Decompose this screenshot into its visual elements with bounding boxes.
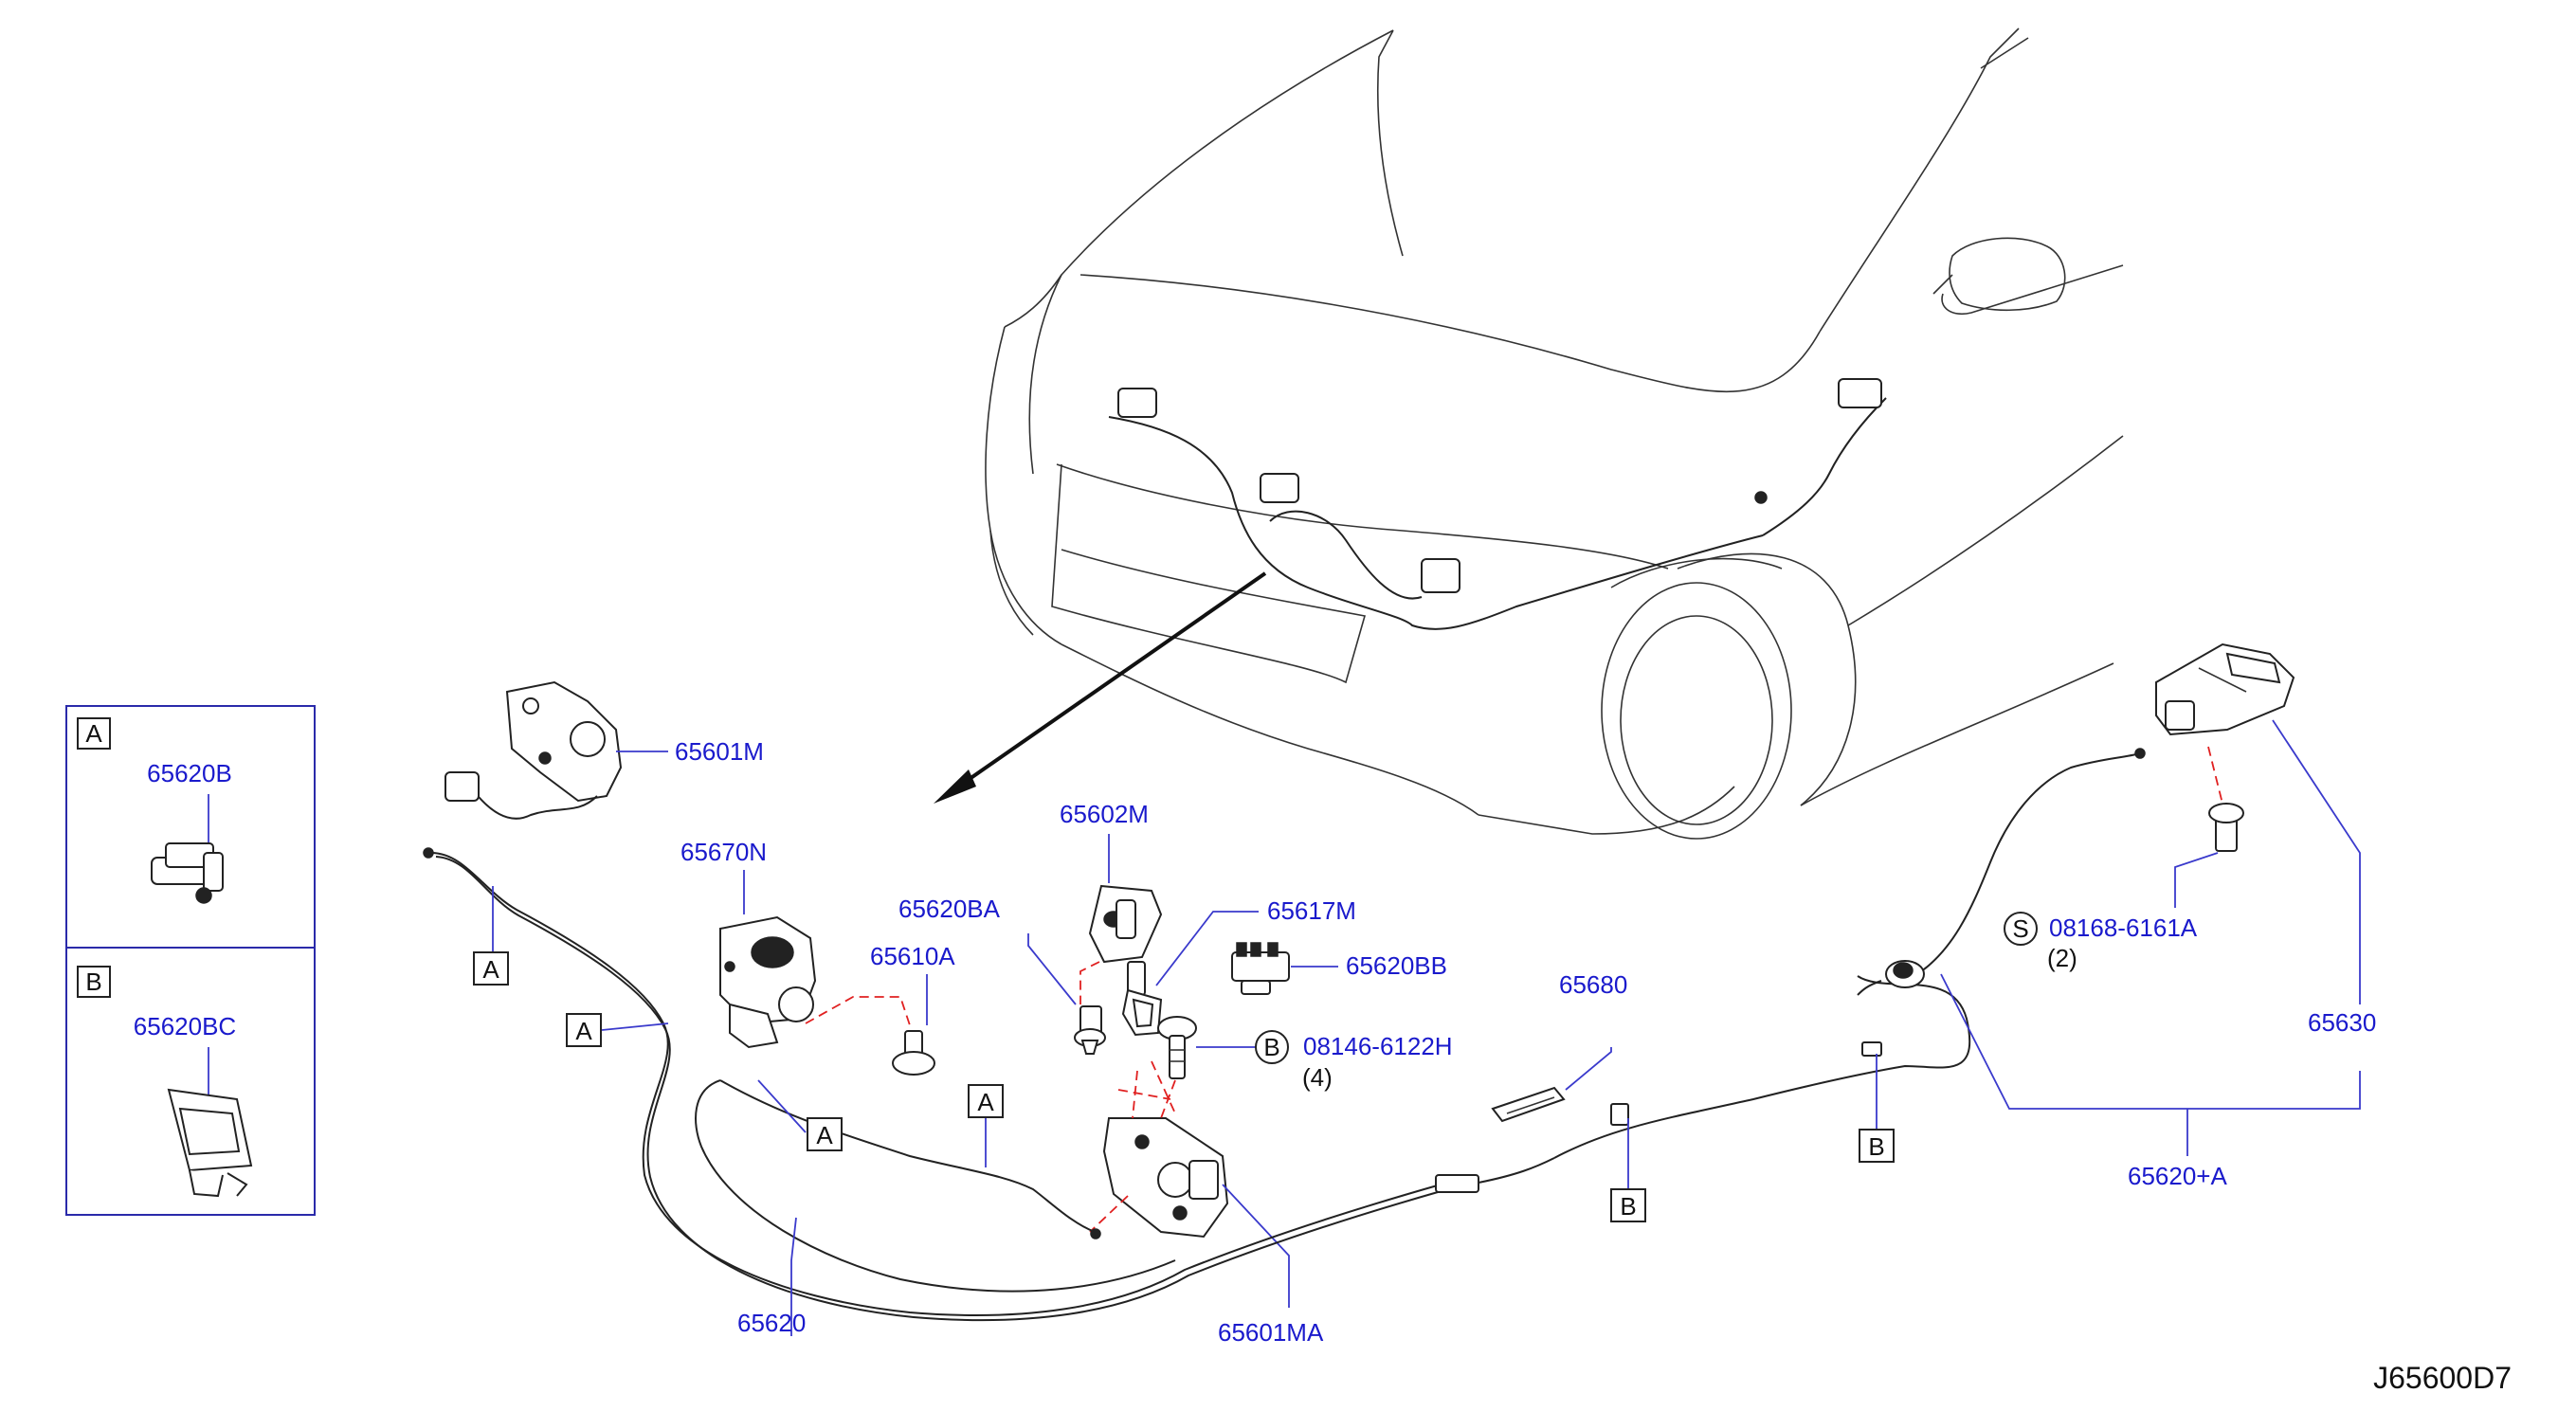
label-65620ba: 65620BA: [898, 895, 1001, 923]
label-08168: 08168-6161A: [2049, 914, 2198, 942]
marker-s-08168: S: [2012, 914, 2028, 943]
label-65610a: 65610A: [870, 942, 955, 970]
release-cable-right: [1553, 748, 2146, 1159]
qty-08168: (2): [2047, 944, 2077, 972]
qty-08146: (4): [1302, 1063, 1333, 1092]
bracket-65617m: [1121, 961, 1163, 1037]
cable-markers-b: B B: [1610, 1054, 1895, 1222]
cable-guide-65680: [1491, 1086, 1566, 1123]
cable-markers-a: A A A A: [473, 886, 1004, 1167]
label-65617m: 65617M: [1267, 896, 1356, 925]
label-65601ma: 65601MA: [1218, 1318, 1324, 1347]
hood-latch-upper: [444, 680, 623, 820]
marker-a-2: A: [575, 1017, 592, 1045]
vehicle-harness: [1108, 378, 1887, 630]
vehicle-outline: [985, 27, 2124, 840]
marker-a-3: A: [816, 1121, 833, 1149]
label-65630: 65630: [2308, 1008, 2376, 1037]
inset-panel-b: B 65620BC: [65, 947, 316, 1216]
label-08146: 08146-6122H: [1303, 1032, 1453, 1060]
inset-panel-a: A 65620B: [65, 705, 316, 949]
label-65620: 65620: [737, 1309, 806, 1337]
label-65680: 65680: [1559, 970, 1627, 999]
marker-b-08146: B: [1263, 1033, 1279, 1061]
release-handle-65630: [2155, 642, 2295, 736]
inset-a-part-number: 65620B: [147, 759, 232, 787]
bolt-65610a: [892, 1030, 935, 1076]
bolt-08146: [1157, 1016, 1197, 1079]
label-65601m: 65601M: [675, 737, 764, 766]
hood-actuator: [719, 915, 817, 1049]
label-65602m: 65602M: [1060, 800, 1149, 828]
marker-b-1: B: [1868, 1132, 1884, 1161]
screw-08168: [2208, 803, 2244, 852]
inset-a-marker: A: [85, 719, 102, 748]
release-cable-65620: [423, 847, 1555, 1322]
vehicle-arrow: [934, 571, 1267, 804]
striker-65602m: [1088, 884, 1163, 964]
label-65670n: 65670N: [680, 838, 767, 866]
marker-a-1: A: [482, 955, 499, 984]
inset-b-marker: B: [85, 968, 101, 996]
label-65620-plus-a: 65620+A: [2128, 1162, 2227, 1190]
label-65620bb: 65620BB: [1346, 951, 1447, 980]
hood-latch-lower: [1102, 1117, 1229, 1239]
clip-65620bc: [167, 1088, 253, 1198]
clip-65620ba: [1074, 1005, 1106, 1055]
marker-a-4: A: [977, 1088, 994, 1116]
clip-65620bb: [1231, 942, 1290, 995]
marker-b-2: B: [1620, 1192, 1636, 1221]
inset-b-part-number: 65620BC: [134, 1012, 236, 1040]
diagram-code: J65600D7: [2373, 1361, 2512, 1395]
clip-65620b: [151, 842, 224, 904]
